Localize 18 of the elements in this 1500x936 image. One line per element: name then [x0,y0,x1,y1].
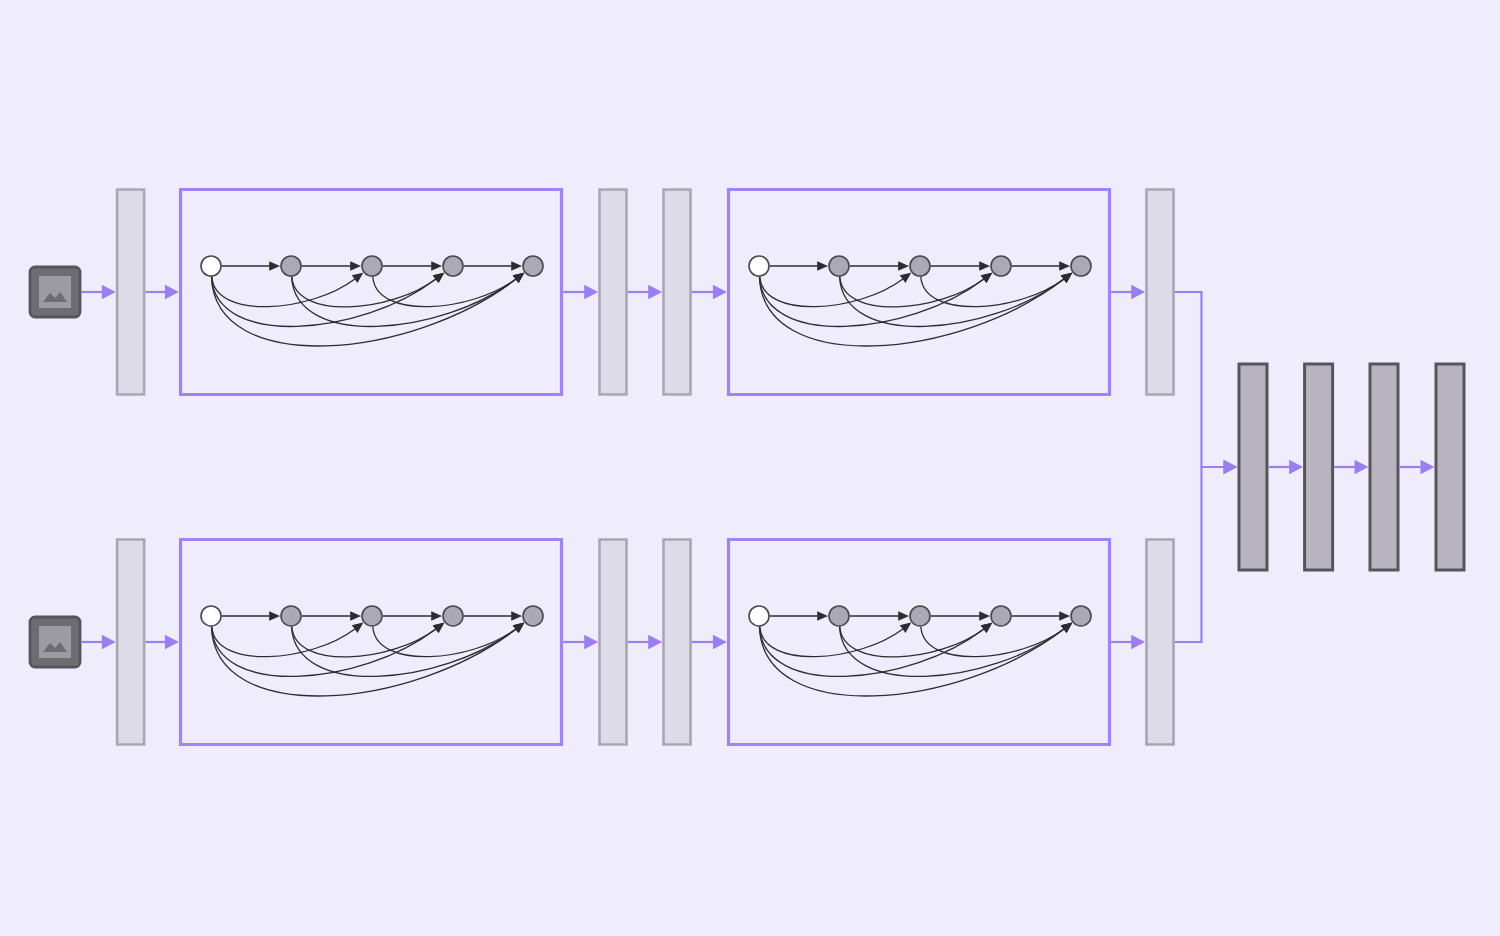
outlined-box [178,537,564,747]
image-icon [28,615,82,669]
vertical-bar [598,538,628,746]
vertical-bar [662,188,692,396]
vertical-bar [1237,362,1269,572]
image-icon [28,265,82,319]
vertical-bar [115,538,146,746]
vertical-bar [1145,538,1175,746]
outlined-box [726,537,1112,747]
vertical-bar [598,188,628,396]
vertical-bar [115,188,146,396]
outlined-box [178,187,564,397]
vertical-bar [662,538,692,746]
vertical-bar [1145,188,1175,396]
vertical-bar [1368,362,1400,572]
vertical-bar [1434,362,1466,572]
vertical-bar [1303,362,1335,572]
outlined-box [726,187,1112,397]
